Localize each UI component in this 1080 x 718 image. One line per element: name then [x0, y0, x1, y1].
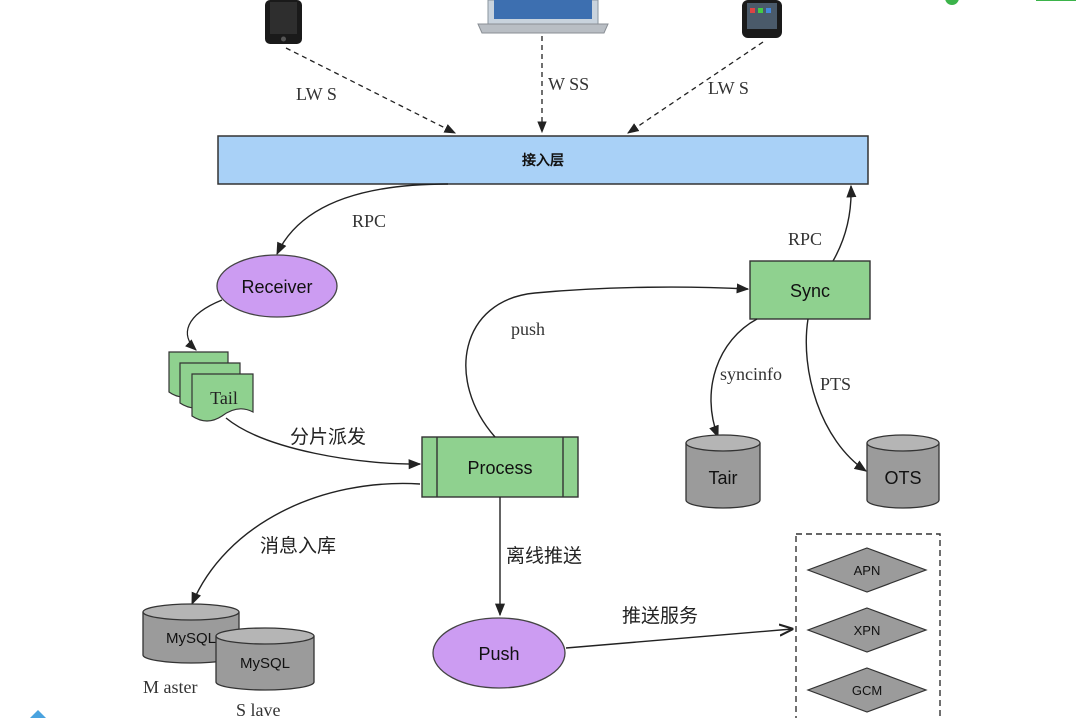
offline-push-label: 离线推送 [506, 545, 582, 567]
access-layer: 接入层 [217, 135, 869, 185]
syncinfo-arrow [709, 318, 758, 439]
mysql-master-db: MySQL [142, 603, 240, 664]
pts-arrow [805, 318, 868, 472]
sync-label: Sync [790, 281, 830, 301]
push-service-arrow [565, 629, 792, 649]
ots-db: OTS [866, 434, 940, 509]
rpc-down-label: RPC [352, 211, 386, 231]
gcm-node: GCM [806, 667, 928, 713]
apn-node: APN [806, 547, 928, 593]
push-sync-label: push [511, 319, 545, 339]
sync-node: Sync [749, 260, 871, 320]
tair-label: Tair [708, 468, 737, 488]
master-caption: M aster [143, 677, 197, 697]
rpc-up-arrow [832, 184, 857, 262]
syncinfo-label: syncinfo [720, 364, 782, 384]
receiver-node: Receiver [216, 254, 338, 318]
tair-db: Tair [685, 434, 761, 509]
ots-label: OTS [884, 468, 921, 488]
store-label: 消息入库 [260, 535, 336, 557]
push-node: Push [432, 617, 566, 689]
apn-label: APN [854, 563, 881, 578]
pts-label: PTS [820, 374, 851, 394]
rpc-down-arrow [276, 183, 449, 256]
shard-label: 分片派发 [290, 426, 366, 448]
push-sync-arrow [465, 283, 750, 438]
logo-badge [945, 0, 1076, 5]
push-services-group: APN XPN GCM [795, 533, 941, 718]
receiver-label: Receiver [241, 277, 312, 297]
rpc-up-label: RPC [788, 229, 822, 249]
gcm-label: GCM [852, 683, 882, 698]
process-label: Process [467, 458, 532, 478]
push-label: Push [478, 644, 519, 664]
tail-node: Tail [168, 351, 254, 422]
lws-left-label: LW S [296, 84, 337, 104]
phone-left-icon [265, 0, 302, 44]
mysql-slave-db: MySQL [215, 627, 315, 691]
xpn-label: XPN [854, 623, 881, 638]
tail-label: Tail [210, 388, 238, 408]
shard-arrow [225, 417, 422, 470]
mysql-slave-label: MySQL [240, 655, 290, 672]
slave-caption: S lave [236, 700, 281, 718]
receiver-to-tail-arrow [185, 299, 223, 351]
laptop-icon [477, 0, 609, 34]
mysql-master-label: MySQL [166, 630, 216, 647]
store-arrow [191, 482, 421, 606]
access-layer-label: 接入层 [522, 152, 564, 168]
lws-right-arrow [627, 41, 764, 134]
wss-label: W SS [548, 74, 589, 94]
push-service-label: 推送服务 [622, 605, 698, 627]
lws-right-label: LW S [708, 78, 749, 98]
corner-mark-icon [30, 710, 46, 718]
lws-left-arrow [285, 47, 457, 134]
xpn-node: XPN [806, 607, 928, 653]
phone-right-icon [742, 0, 782, 38]
process-node: Process [421, 436, 579, 498]
